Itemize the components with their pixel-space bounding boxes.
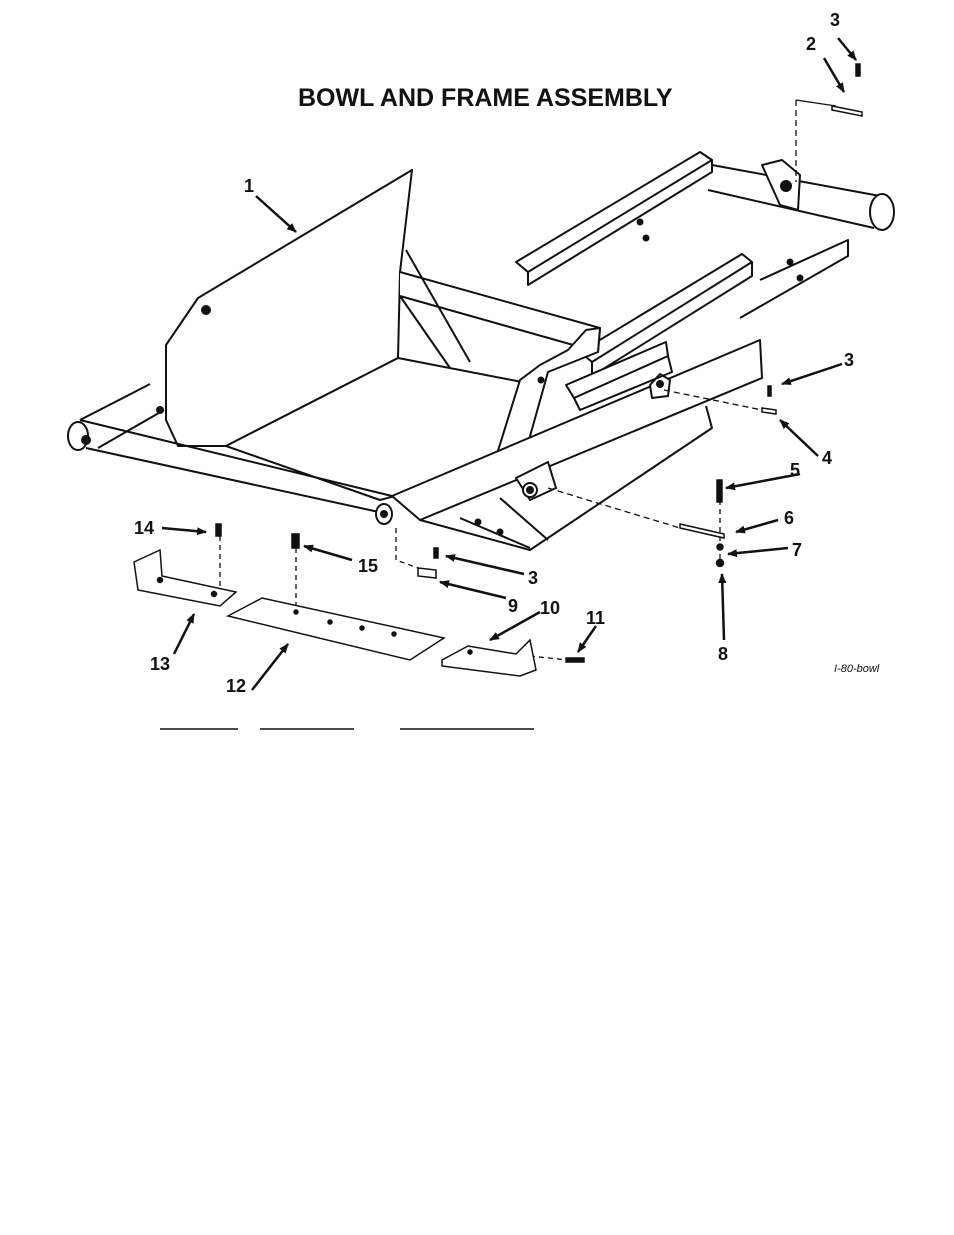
rear-tube-end (870, 194, 894, 230)
pin-2 (832, 106, 862, 116)
callout-5: 5 (790, 460, 800, 480)
washer-7 (717, 544, 723, 550)
clip-3-top (856, 64, 860, 76)
bracket-10 (442, 640, 536, 676)
cutting-edge-12 (228, 598, 444, 660)
callout-12: 12 (226, 676, 246, 696)
callout-7: 7 (792, 540, 802, 560)
clip-3-low (434, 548, 438, 558)
callout-3-low: 3 (528, 568, 538, 588)
callout-4: 4 (822, 448, 832, 468)
left-rail-bottom (98, 410, 164, 448)
lower-brace-2 (500, 498, 548, 540)
callout-15: 15 (358, 556, 378, 576)
bolt-15 (292, 534, 299, 548)
bolt-11 (566, 658, 584, 662)
upper-rail-left-side (528, 160, 712, 285)
callout-14: 14 (134, 518, 154, 538)
nut-8 (717, 560, 724, 567)
rear-side-frame (740, 240, 848, 318)
left-rail-top (80, 384, 150, 420)
callout-13: 13 (150, 654, 170, 674)
upper-rail-left (516, 152, 712, 272)
callout-10: 10 (540, 598, 560, 618)
rear-hitch-hole (781, 181, 791, 191)
callout-11: 11 (586, 608, 605, 628)
callout-1: 1 (244, 176, 254, 196)
callout-9: 9 (508, 596, 518, 616)
frame-assembly (68, 152, 894, 550)
pin-4 (762, 408, 776, 414)
bolt-14 (216, 524, 221, 536)
callout-3-mid: 3 (844, 350, 854, 370)
clip-3-mid (768, 386, 771, 396)
bracket-13 (134, 550, 236, 606)
callout-6: 6 (784, 508, 794, 528)
pin-6 (680, 524, 724, 538)
callout-3-top: 3 (830, 10, 840, 30)
callout-8: 8 (718, 644, 728, 664)
bolt-5 (717, 480, 722, 502)
callout-2: 2 (806, 34, 816, 54)
plate-9 (418, 568, 436, 578)
